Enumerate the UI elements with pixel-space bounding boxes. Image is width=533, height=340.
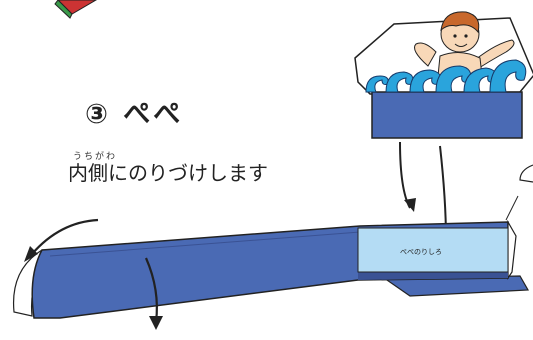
instruction-text: 内側にのりづけします — [68, 161, 268, 185]
side-flap-edge — [519, 164, 533, 183]
boy-in-waves-card — [354, 11, 533, 139]
leader-line — [505, 195, 519, 221]
box-corner-piece — [54, 0, 97, 19]
fold-arrow-icon — [24, 218, 99, 262]
glue-area — [357, 227, 509, 273]
step-title: ③ ぺぺ — [85, 99, 184, 130]
boy-in-waves-illustration — [414, 11, 515, 77]
wave-pattern — [365, 59, 527, 93]
glue-area-label: ぺぺのりしろ — [400, 248, 442, 256]
fold-arrow-icon — [144, 257, 163, 330]
furigana-ruby: うちがわ — [73, 152, 118, 162]
